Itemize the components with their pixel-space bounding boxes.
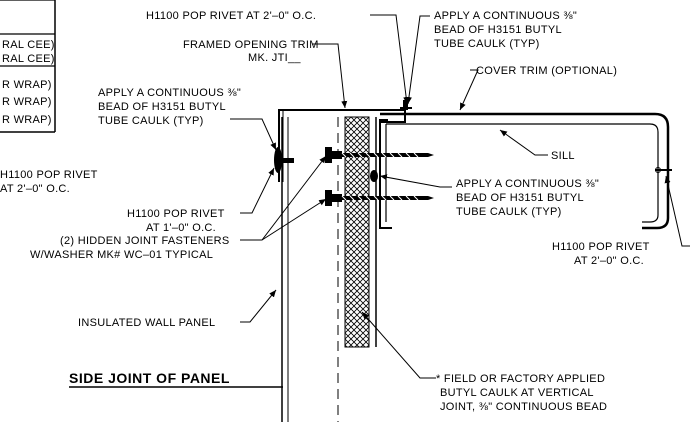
fastener-lower [325,190,434,206]
label-field-caulk-3: JOINT, ⅜" CONTINUOUS BEAD [440,401,607,413]
label-caulk-top-right-1: APPLY A CONTINUOUS ⅜" [434,10,577,22]
label-rivet-mid-2: AT 1'–0" O.C. [146,222,216,234]
annotations: H1100 POP RIVET AT 2'–0" O.C. APPLY A CO… [0,10,650,413]
label-caulk-left-3: TUBE CAULK (TYP) [98,115,204,127]
right-pop-rivet [655,167,672,173]
label-caulk-left-2: BEAD OF H3151 BUTYL [98,101,226,113]
label-caulk-top-right-2: BEAD OF H3151 BUTYL [434,24,562,36]
cover-trim-sill [379,112,670,230]
label-framed-trim-1: FRAMED OPENING TRIM [183,39,319,51]
top-pop-rivet [400,100,412,110]
label-rivet-right-1: H1100 POP RIVET [552,241,650,253]
butyl-caulk-hatch [344,116,370,348]
label-rivet-left-cut-2: AT 2'–0" O.C. [0,183,70,195]
label-caulk-mid-3: TUBE CAULK (TYP) [456,206,562,218]
label-field-caulk-2: BUTYL CAULK AT VERTICAL [440,387,594,399]
label-rivet-mid-1: H1100 POP RIVET [127,208,225,220]
label-framed-trim-2: MK. JTI__ [248,52,301,64]
label-caulk-top-right-3: TUBE CAULK (TYP) [434,38,540,50]
legend-row-5: R WRAP) [2,114,52,126]
label-rivet-top: H1100 POP RIVET AT 2'–0" O.C. [146,10,316,22]
label-wall-panel: INSULATED WALL PANEL [78,317,215,329]
label-sill: SILL [551,150,575,162]
leader-lines [230,14,690,379]
caulk-bead-mid [370,170,378,182]
label-rivet-left-cut-1: H1100 POP RIVET [0,169,98,181]
label-fasteners-2: W/WASHER MK# WC–01 TYPICAL [30,249,213,261]
legend-row-1: RAL CEE) [2,39,55,51]
label-field-caulk-1: * FIELD OR FACTORY APPLIED [436,373,605,385]
label-caulk-mid-2: BEAD OF H3151 BUTYL [456,192,584,204]
legend-row-2: RAL CEE) [2,53,55,65]
drawing-title: SIDE JOINT OF PANEL [69,370,230,386]
legend-row-4: R WRAP) [2,96,52,108]
hidden-joint-fasteners [325,147,434,206]
left-pop-rivet [274,147,294,173]
label-fasteners-1: (2) HIDDEN JOINT FASTENERS [60,235,230,247]
label-caulk-left-1: APPLY A CONTINUOUS ⅜" [98,87,241,99]
label-cover-trim: COVER TRIM (OPTIONAL) [476,65,617,77]
legend-table: RAL CEE) RAL CEE) R WRAP) R WRAP) R WRAP… [0,0,56,133]
label-rivet-right-2: AT 2'–0" O.C. [574,255,644,267]
fastener-upper [325,147,434,163]
legend-row-3: R WRAP) [2,79,52,91]
label-caulk-mid-1: APPLY A CONTINUOUS ⅜" [456,178,599,190]
